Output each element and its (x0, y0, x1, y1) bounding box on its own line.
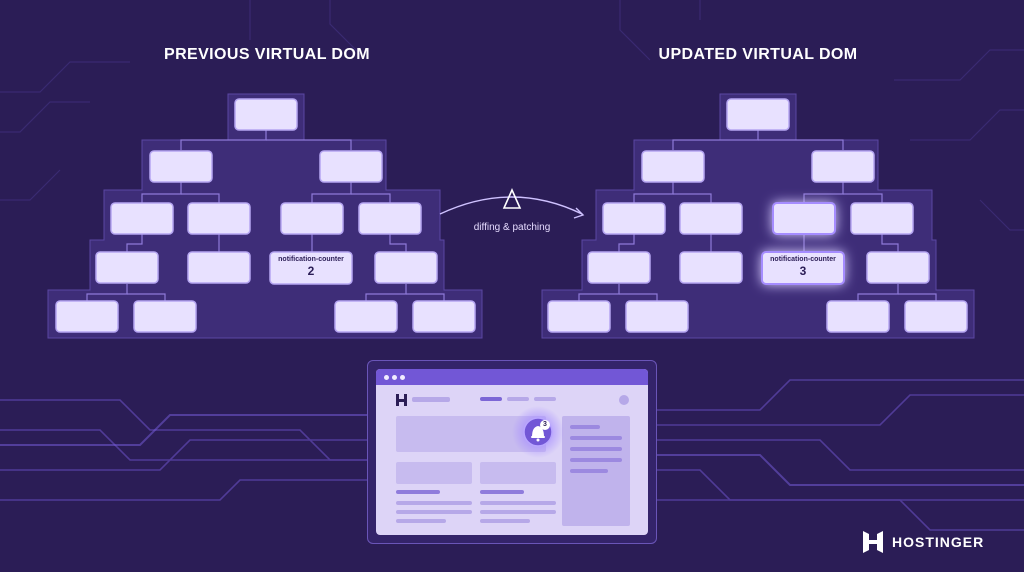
prev-node-root (234, 98, 298, 131)
delta-icon (502, 188, 522, 209)
prev-node-l1-a (149, 150, 213, 183)
browser-content (396, 394, 630, 526)
browser-viewport: 3 (376, 369, 648, 535)
upd-node-l4-a (547, 300, 611, 333)
avatar-placeholder (619, 395, 629, 405)
upd-node-l2-d (850, 202, 914, 235)
prev-node-l2-c (280, 202, 344, 235)
previous-dom-title: PREVIOUS VIRTUAL DOM (164, 46, 370, 63)
nav-placeholder-2 (507, 397, 529, 401)
hero-banner (396, 416, 546, 452)
upd-notification-counter-value: 3 (799, 264, 807, 278)
prev-node-l4-d (412, 300, 476, 333)
browser-window: 3 (367, 360, 657, 544)
prev-notification-counter-value: 2 (307, 264, 315, 278)
upd-node-l3-b (679, 251, 743, 284)
upd-node-l3-a (587, 251, 651, 284)
updated-tree-connectors (578, 130, 937, 301)
bell-icon (531, 426, 545, 442)
prev-node-l4-a (55, 300, 119, 333)
notification-badge (540, 420, 550, 430)
previous-tree-nodes (55, 98, 476, 333)
prev-node-l3-a (95, 251, 159, 284)
upd-node-l2-c-changed (772, 202, 836, 235)
site-logo-icon (396, 394, 407, 406)
prev-node-l3-b (187, 251, 251, 284)
upd-node-root (726, 98, 790, 131)
card-1 (396, 462, 472, 484)
updated-tree-changed-nodes (761, 202, 845, 285)
diffing-label: diffing & patching (473, 222, 551, 233)
window-dot-1 (384, 375, 389, 380)
upd-notification-counter: notification-counter 3 (763, 256, 843, 278)
window-dot-3 (400, 375, 405, 380)
upd-node-l4-c (826, 300, 890, 333)
nav-placeholder-3 (534, 397, 556, 401)
nav-placeholder-1 (480, 397, 502, 401)
prev-notification-counter: notification-counter 2 (271, 256, 351, 278)
upd-node-l4-b (625, 300, 689, 333)
upd-notification-counter-name: notification-counter (770, 256, 836, 263)
prev-node-l3-d (374, 251, 438, 284)
previous-tree-connectors (86, 130, 445, 301)
window-dot-2 (392, 375, 397, 380)
prev-node-l1-b (319, 150, 383, 183)
prev-node-l2-d (358, 202, 422, 235)
brand: HOSTINGER (862, 530, 984, 554)
hostinger-logo-icon (863, 531, 883, 553)
card-2 (480, 462, 556, 484)
upd-node-l2-a (602, 202, 666, 235)
diffing-arrow (439, 196, 585, 219)
browser-titlebar (376, 369, 648, 385)
upd-node-l3-d (866, 251, 930, 284)
prev-notification-counter-name: notification-counter (278, 256, 344, 263)
prev-node-notification (269, 251, 353, 285)
prev-node-l2-a (110, 202, 174, 235)
prev-node-l4-b (133, 300, 197, 333)
brand-name: HOSTINGER (892, 534, 985, 550)
upd-node-l1-b (811, 150, 875, 183)
upd-node-l1-a (641, 150, 705, 183)
updated-tree-nodes (547, 98, 968, 333)
updated-dom-title: UPDATED VIRTUAL DOM (658, 46, 858, 63)
site-name-placeholder (412, 397, 450, 402)
prev-node-l4-c (334, 300, 398, 333)
prev-node-l2-b (187, 202, 251, 235)
notification-badge-count: 3 (543, 421, 547, 428)
upd-node-l2-b (679, 202, 743, 235)
upd-node-notification-changed (761, 251, 845, 285)
upd-node-l4-d (904, 300, 968, 333)
